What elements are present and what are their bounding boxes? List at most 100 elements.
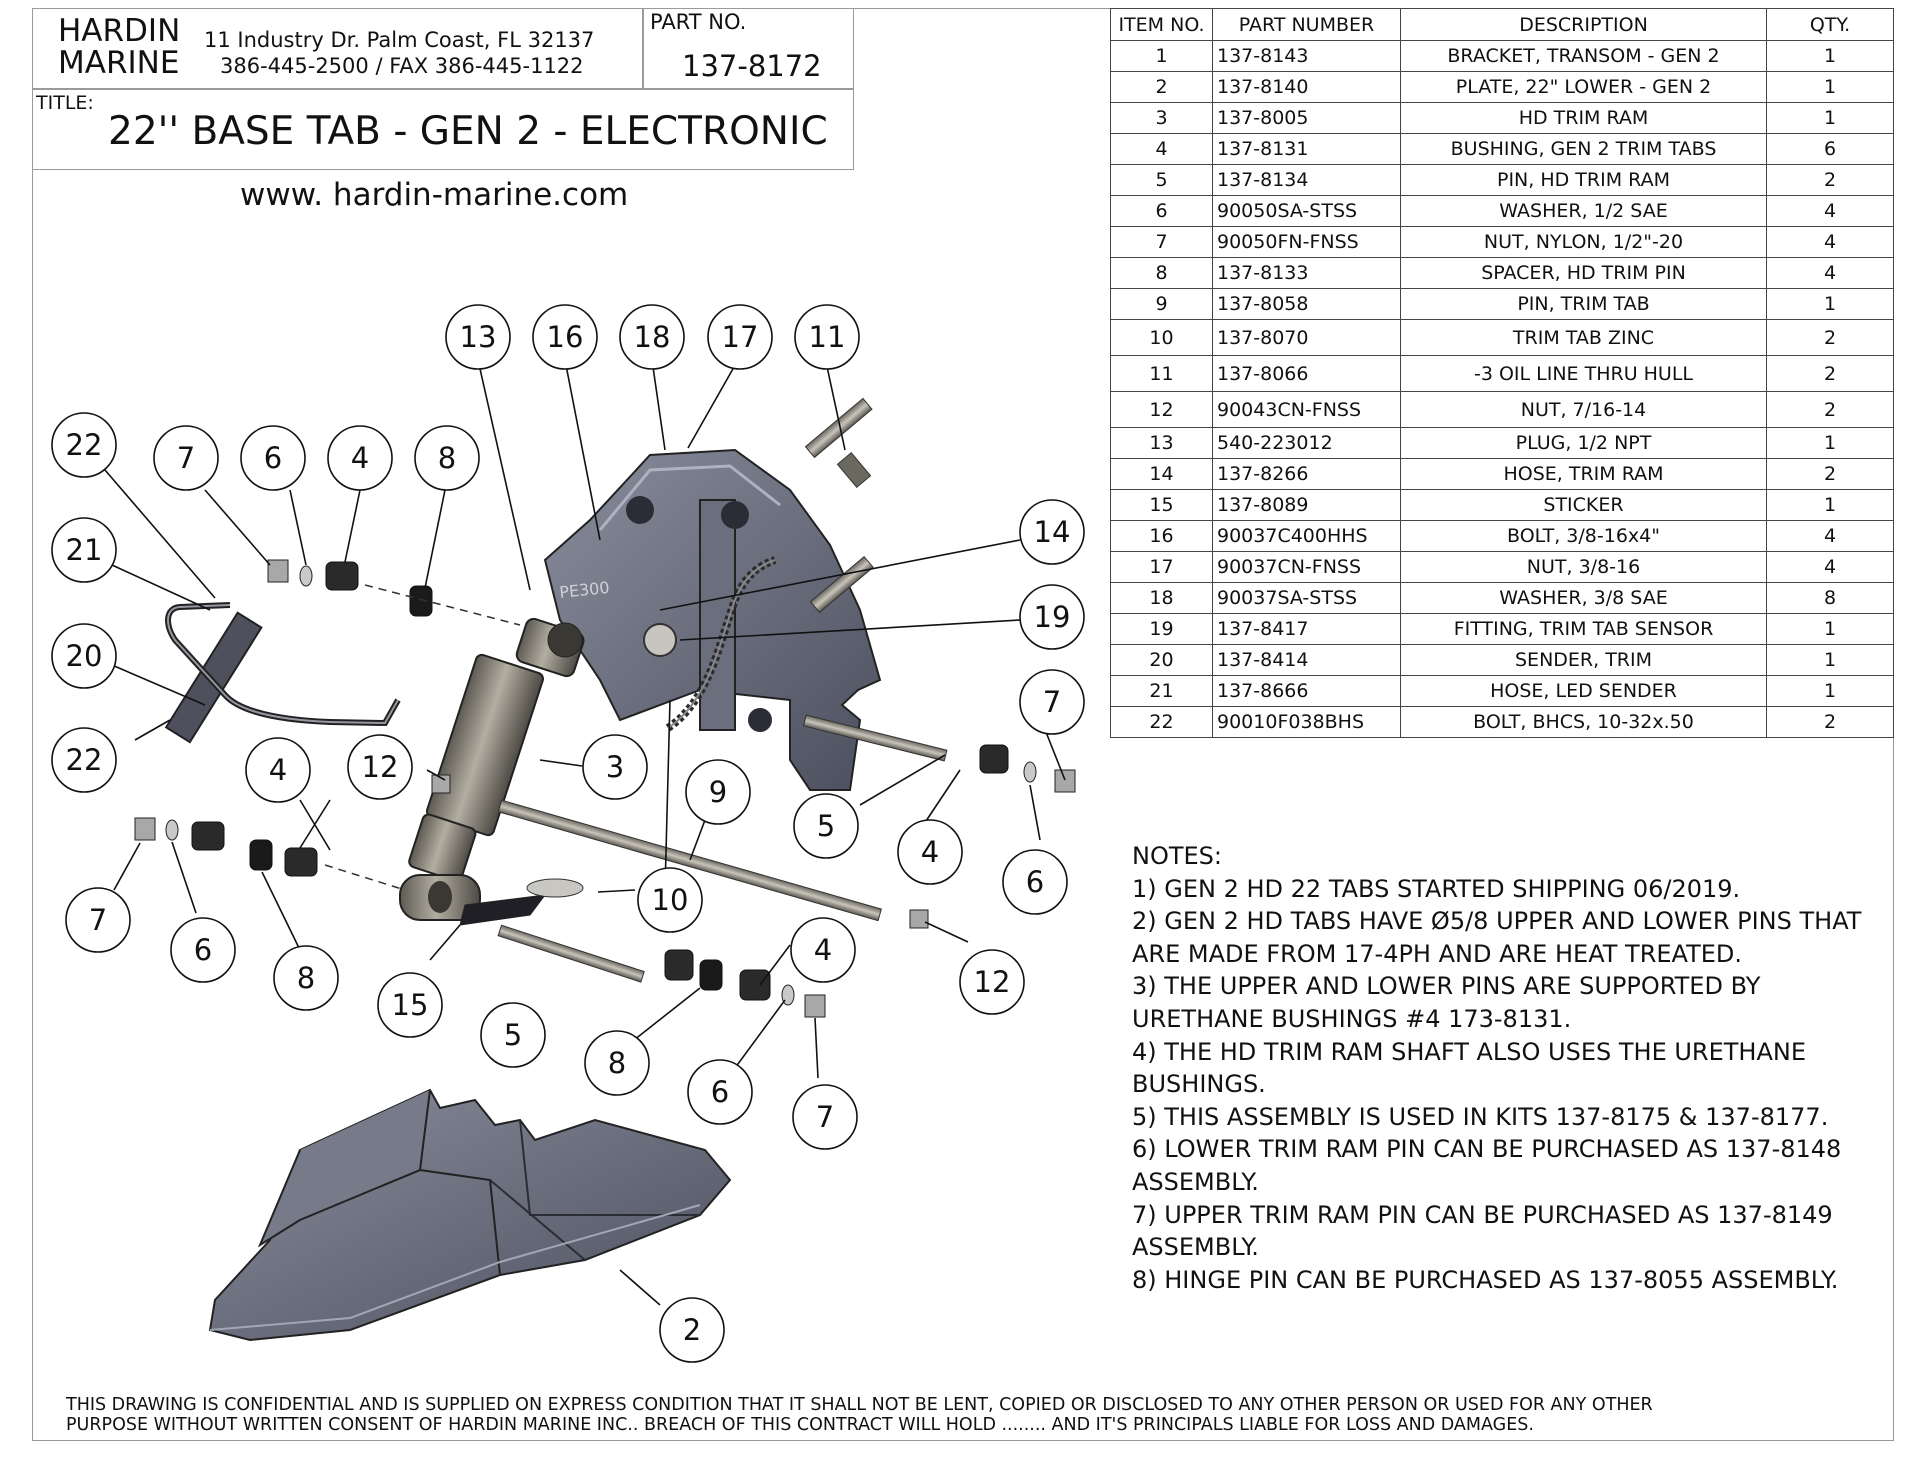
bom-cell-qty: 2: [1766, 355, 1894, 392]
balloon-label: 6: [711, 1075, 729, 1109]
bom-cell-desc: PLATE, 22" LOWER - GEN 2: [1400, 71, 1767, 103]
upper-right-hardware: [979, 744, 1076, 793]
balloon-label: 9: [709, 775, 727, 809]
bom-cell-part: 90037C400HHS: [1212, 520, 1401, 552]
bom-cell-part: 90037CN-FNSS: [1212, 551, 1401, 583]
balloon-label: 6: [194, 933, 212, 967]
lower-right-hardware: [664, 949, 826, 1018]
balloon-4b: [245, 737, 311, 803]
note-4: 4) THE HD TRIM RAM SHAFT ALSO USES THE U…: [1132, 1037, 1807, 1099]
drawing-border: [32, 8, 1894, 1441]
company-name-line1: HARDIN: [58, 13, 181, 49]
bom-cell-qty: 1: [1766, 427, 1894, 459]
balloon-8c: [584, 1030, 650, 1096]
note-2: 2) GEN 2 HD TABS HAVE Ø5/8 UPPER AND LOW…: [1132, 907, 1862, 968]
bom-cell-desc: PLUG, 1/2 NPT: [1400, 427, 1767, 459]
trim-sender: [164, 602, 401, 744]
balloon-13: [445, 304, 511, 370]
bom-cell-desc: NUT, NYLON, 1/2"-20: [1400, 226, 1767, 258]
bom-header-row: ITEM NO. PART NUMBER DESCRIPTION QTY.: [1110, 8, 1894, 41]
balloon-label: 4: [814, 933, 832, 967]
bom-cell-qty: 1: [1766, 288, 1894, 320]
balloon-7a: [153, 425, 219, 491]
bom-cell-part: 137-8131: [1212, 133, 1401, 165]
bom-cell-desc: BRACKET, TRANSOM - GEN 2: [1400, 40, 1767, 72]
balloon-22a: [51, 412, 117, 478]
bom-cell-desc: BUSHING, GEN 2 TRIM TABS: [1400, 133, 1767, 165]
bom-cell-qty: 2: [1766, 706, 1894, 738]
balloon-label: 7: [1043, 685, 1061, 719]
bom-cell-desc: NUT, 7/16-14: [1400, 391, 1767, 428]
balloon-label: 18: [634, 320, 671, 354]
oil-line-fittings: [804, 397, 874, 614]
notes-block: NOTES: 1) GEN 2 HD 22 TABS STARTED SHIPP…: [1132, 840, 1892, 1296]
balloon-label: 5: [504, 1018, 522, 1052]
balloon-15: [377, 972, 443, 1038]
upper-left-hardware: [267, 559, 433, 617]
right-nut-12: [909, 909, 929, 929]
balloon-5b: [480, 1002, 546, 1068]
company-phone: 386-445-2500 / FAX 386-445-1122: [220, 54, 584, 78]
bom-cell-item: 2: [1110, 71, 1213, 103]
title-block-company-cell: [32, 8, 644, 90]
sticker: [459, 894, 547, 926]
confidentiality-disclaimer: THIS DRAWING IS CONFIDENTIAL AND IS SUPP…: [66, 1395, 1653, 1435]
balloon-label: 6: [1026, 865, 1044, 899]
bom-cell-desc: PIN, HD TRIM RAM: [1400, 164, 1767, 196]
balloon-18: [619, 304, 685, 370]
balloon-8b: [273, 945, 339, 1011]
bom-cell-item: 11: [1110, 355, 1213, 392]
balloon-label: 16: [547, 320, 584, 354]
bom-cell-part: 137-8089: [1212, 489, 1401, 521]
balloon-label: 22: [66, 428, 103, 462]
balloon-19: [1019, 584, 1085, 650]
balloon-4c: [897, 819, 963, 885]
lower-plate: [208, 1088, 732, 1342]
balloon-label: 8: [297, 961, 315, 995]
left-nut-12: [431, 774, 451, 794]
balloon-16: [532, 304, 598, 370]
bom-cell-item: 13: [1110, 427, 1213, 459]
balloon-11: [794, 304, 860, 370]
bom-cell-qty: 4: [1766, 520, 1894, 552]
balloon-12a: [347, 734, 413, 800]
balloon-14: [1019, 499, 1085, 565]
balloon-20: [51, 623, 117, 689]
lower-left-hardware: [134, 817, 318, 877]
balloon-label: 3: [606, 750, 624, 784]
balloon-label: 22: [66, 743, 103, 777]
bom-cell-part: 90043CN-FNSS: [1212, 391, 1401, 428]
balloon-label: 17: [722, 320, 759, 354]
sensor-fitting: [643, 623, 677, 657]
transom-bracket: PE300: [543, 448, 882, 791]
balloon-label: 7: [816, 1100, 834, 1134]
note-5: 5) THIS ASSEMBLY IS USED IN KITS 137-817…: [1132, 1102, 1829, 1131]
bom-cell-qty: 2: [1766, 319, 1894, 356]
balloon-label: 12: [362, 750, 399, 784]
title-block-title-cell: [32, 88, 854, 170]
note-7: 7) UPPER TRIM RAM PIN CAN BE PURCHASED A…: [1132, 1200, 1833, 1262]
bom-cell-part: 137-8140: [1212, 71, 1401, 103]
bom-cell-desc: STICKER: [1400, 489, 1767, 521]
bom-cell-qty: 1: [1766, 40, 1894, 72]
balloon-6b: [1002, 849, 1068, 915]
balloon-7c: [65, 887, 131, 953]
bom-cell-qty: 1: [1766, 489, 1894, 521]
bom-cell-desc: SPACER, HD TRIM PIN: [1400, 257, 1767, 289]
bom-cell-desc: HOSE, LED SENDER: [1400, 675, 1767, 707]
bom-cell-part: 90050FN-FNSS: [1212, 226, 1401, 258]
balloon-label: 6: [264, 441, 282, 475]
balloon-4d: [790, 917, 856, 983]
balloon-8a: [414, 425, 480, 491]
balloon-label: 11: [809, 320, 846, 354]
bom-cell-item: 6: [1110, 195, 1213, 227]
note-3: 3) THE UPPER AND LOWER PINS ARE SUPPORTE…: [1132, 972, 1761, 1033]
bom-cell-item: 22: [1110, 706, 1213, 738]
bom-cell-qty: 1: [1766, 613, 1894, 645]
note-1: 1) GEN 2 HD 22 TABS STARTED SHIPPING 06/…: [1132, 874, 1741, 903]
bom-cell-desc: SENDER, TRIM: [1400, 644, 1767, 676]
balloon-label: 7: [177, 441, 195, 475]
